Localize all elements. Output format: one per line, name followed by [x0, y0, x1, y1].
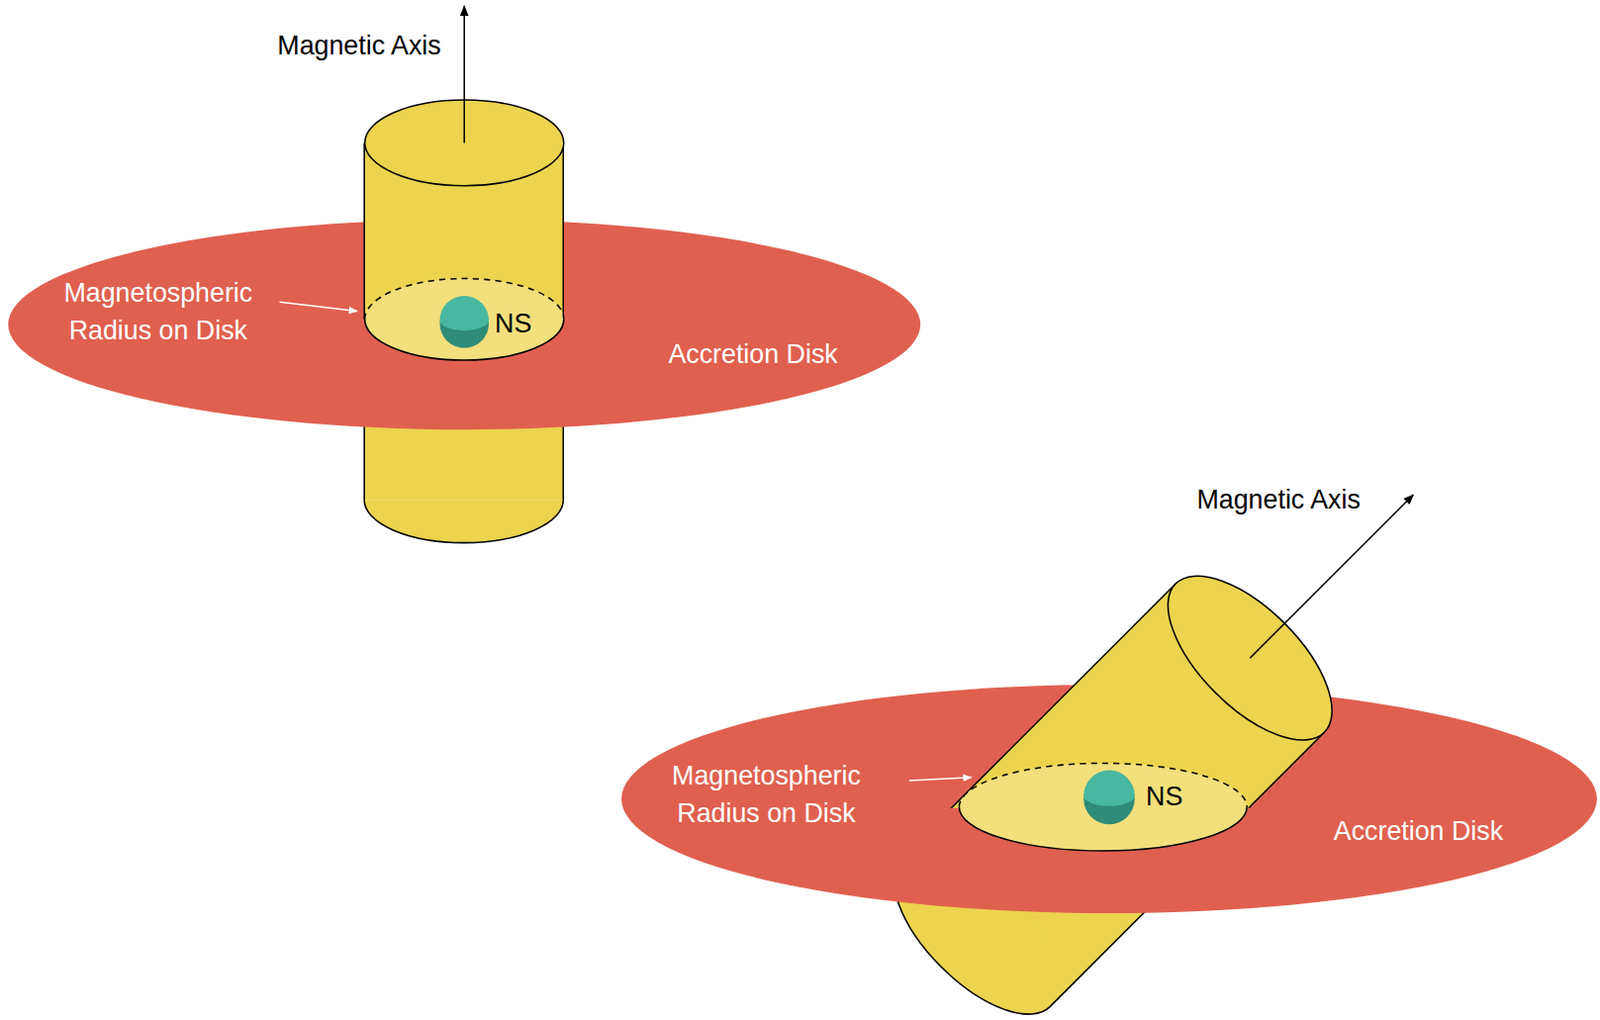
radius-label: Magnetospheric Radius on Disk: [644, 756, 890, 833]
axis-label: Magnetic Axis: [277, 26, 441, 65]
axis-label: Magnetic Axis: [1196, 480, 1360, 519]
magnetic-axis-arrow: [1249, 494, 1413, 659]
magnetic-axis-arrow: [463, 5, 466, 143]
leader-line: [280, 301, 358, 311]
magnetosphere-ellipse: [365, 279, 565, 362]
magnetosphere-ellipse: [958, 762, 1247, 851]
disk-label: Accretion Disk: [667, 335, 838, 374]
leader-line: [909, 777, 972, 781]
disk-label: Accretion Disk: [1333, 812, 1504, 850]
tilted-figure: [621, 494, 1598, 1020]
star-label: NS: [494, 304, 532, 343]
aligned-figure: [7, 5, 921, 543]
radius-label: Magnetospheric Radius on Disk: [35, 274, 282, 350]
star-label: NS: [1145, 777, 1183, 816]
